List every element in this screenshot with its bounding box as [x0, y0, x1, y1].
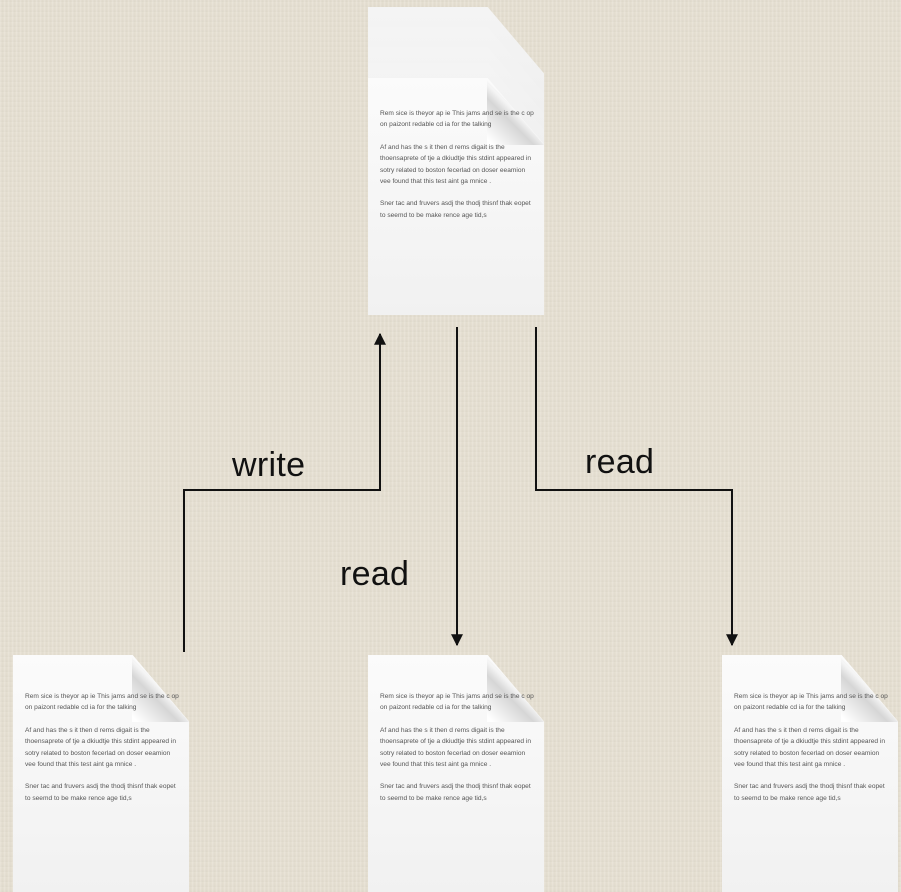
write-connector	[183, 332, 386, 652]
document-paragraph-3: Sner tac and fruvers asdj the thodj this…	[734, 783, 885, 802]
document-paragraph-3: Sner tac and fruvers asdj the thodj this…	[380, 783, 531, 802]
document-text: Rem sice is theyor ap ie This jams and s…	[734, 691, 888, 815]
write-label: write	[232, 446, 306, 484]
read-connector-right	[535, 327, 738, 647]
document-paragraph-1: Rem sice is theyor ap ie This jams and s…	[25, 693, 179, 712]
read-label-center: read	[340, 555, 410, 593]
read-label-right: read	[585, 443, 655, 481]
document-paragraph-1: Rem sice is theyor ap ie This jams and s…	[734, 693, 888, 712]
document-paragraph-2: Af and has the s it then d rems digait i…	[734, 726, 886, 769]
document-paragraph-2: Af and has the s it then d rems digait i…	[380, 143, 532, 186]
writer-document-icon: Rem sice is theyor ap ie This jams and s…	[13, 655, 189, 892]
document-paragraph-1: Rem sice is theyor ap ie This jams and s…	[380, 693, 534, 712]
document-text: Rem sice is theyor ap ie This jams and s…	[380, 108, 534, 232]
document-paragraph-2: Af and has the s it then d rems digait i…	[380, 726, 532, 769]
reader-document-icon-right: Rem sice is theyor ap ie This jams and s…	[722, 655, 898, 892]
document-text: Rem sice is theyor ap ie This jams and s…	[25, 691, 179, 815]
document-paragraph-1: Rem sice is theyor ap ie This jams and s…	[380, 110, 534, 129]
document-paragraph-2: Af and has the s it then d rems digait i…	[25, 726, 177, 769]
document-text: Rem sice is theyor ap ie This jams and s…	[380, 691, 534, 815]
shared-document-icon: Rem sice is theyor ap ie This jams and s…	[368, 78, 544, 315]
reader-document-icon-center: Rem sice is theyor ap ie This jams and s…	[368, 655, 544, 892]
document-paragraph-3: Sner tac and fruvers asdj the thodj this…	[380, 200, 531, 219]
document-paragraph-3: Sner tac and fruvers asdj the thodj this…	[25, 783, 176, 802]
